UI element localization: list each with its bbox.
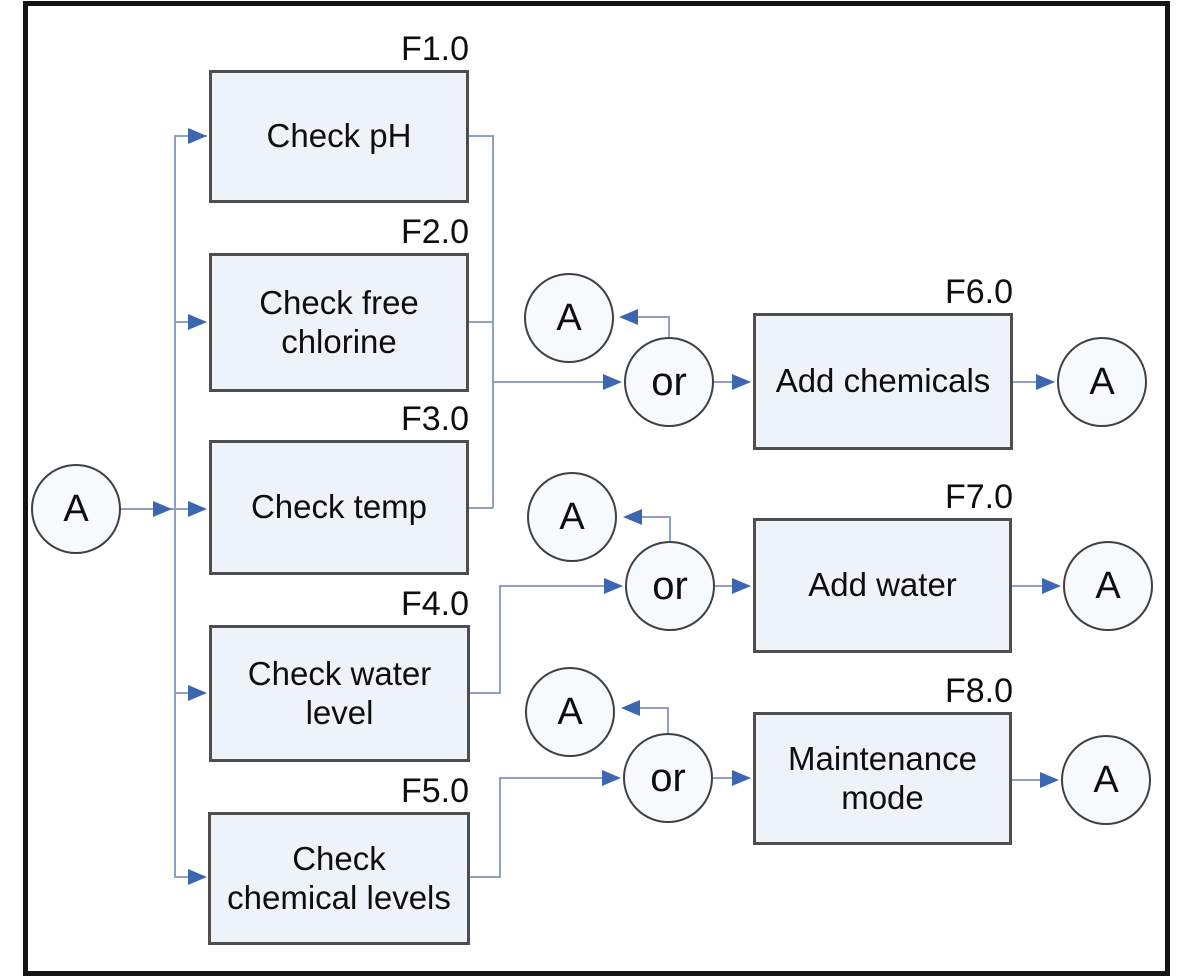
block-label: Check free [259,283,419,321]
loop-ref-label: A [557,690,583,733]
or-gate-label: or [650,755,686,800]
end-ref-label: A [1095,564,1121,607]
block-code-f7: F7.0 [944,478,1013,516]
function-block-f1: Check pH [209,70,469,203]
block-code-f2: F2.0 [400,213,469,251]
function-block-f6: Add chemicals [753,313,1013,450]
block-label: Maintenance [788,739,977,777]
block-label: Add chemicals [775,362,991,400]
loop-ref-circle-3: A [525,667,615,757]
function-block-f5: Check chemical levels [208,812,470,945]
block-code-f4: F4.0 [400,585,469,623]
or-gate-label: or [652,563,688,608]
block-label: level [305,693,374,731]
block-label: chemical levels [227,878,451,916]
loop-ref-circle-1: A [524,273,614,363]
or-gate-circle-1: or [624,337,714,427]
block-label: Check water [247,654,432,692]
loop-ref-label: A [556,296,582,339]
function-block-f4: Check water level [209,625,470,762]
block-label: chlorine [281,322,397,360]
block-label: Check [292,839,386,877]
end-ref-circle-2: A [1063,541,1153,631]
block-label: Check pH [266,117,412,155]
loop-ref-circle-2: A [527,472,617,562]
start-node-circle: A [31,464,121,554]
block-label: mode [841,778,924,816]
function-block-f2: Check free chlorine [209,253,469,392]
or-gate-circle-2: or [625,541,715,631]
or-gate-circle-3: or [623,733,713,823]
block-code-f5: F5.0 [400,772,469,810]
end-ref-label: A [1093,758,1119,801]
loop-ref-label: A [559,495,585,538]
block-label: Add water [808,566,957,604]
function-block-f3: Check temp [209,440,469,575]
start-node-label: A [63,487,89,530]
end-ref-circle-1: A [1057,337,1147,427]
end-ref-circle-3: A [1061,735,1151,825]
block-code-f3: F3.0 [400,400,469,438]
block-code-f8: F8.0 [944,672,1013,710]
or-gate-label: or [651,359,687,404]
function-block-f7: Add water [753,518,1012,653]
block-code-f1: F1.0 [400,30,469,68]
block-label: Check temp [250,488,428,526]
end-ref-label: A [1089,360,1115,403]
block-code-f6: F6.0 [944,273,1013,311]
function-block-f8: Maintenance mode [753,712,1012,845]
